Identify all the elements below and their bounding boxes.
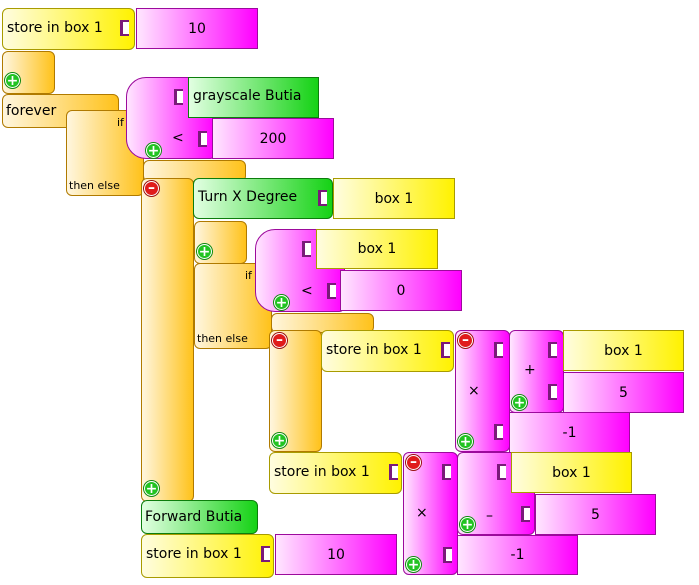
forever-block[interactable]: forever — [2, 94, 119, 128]
add-icon[interactable]: + — [197, 244, 212, 260]
socket-connector — [261, 546, 270, 562]
add-icon[interactable]: + — [272, 433, 287, 449]
less-than-operator: < — [301, 283, 313, 299]
store-label: store in box 1 — [7, 20, 103, 36]
if-label: if — [245, 269, 252, 282]
number-value: -1 — [510, 547, 525, 563]
then-else-label: then else — [197, 332, 248, 345]
subtract-operator: – — [486, 508, 493, 524]
number-value: 10 — [327, 546, 345, 563]
socket-connector — [389, 464, 398, 480]
socket-connector — [302, 241, 311, 257]
socket-connector — [443, 547, 452, 563]
store-block-plus[interactable]: store in box 1 — [321, 330, 454, 372]
number-value: -1 — [562, 424, 577, 441]
store-block-minus[interactable]: store in box 1 — [269, 452, 402, 494]
number-value: 5 — [619, 384, 628, 401]
forward-butia-block[interactable]: Forward Butia — [141, 500, 258, 534]
socket-connector — [521, 506, 530, 522]
number-value: 5 — [591, 506, 600, 523]
add-icon[interactable]: + — [460, 517, 475, 533]
socket-connector — [120, 20, 129, 36]
box1-block[interactable]: box 1 — [511, 452, 632, 493]
then-stack-column-inner[interactable] — [269, 330, 322, 452]
number-block-neg1[interactable]: -1 — [457, 535, 578, 575]
store-label: store in box 1 — [146, 546, 242, 562]
remove-icon[interactable]: – — [272, 333, 287, 348]
number-block-10[interactable]: 10 — [136, 8, 258, 49]
socket-connector — [548, 342, 557, 358]
box-value: box 1 — [374, 190, 414, 207]
socket-connector — [494, 424, 503, 440]
socket-connector — [441, 342, 450, 358]
add-icon[interactable]: + — [458, 434, 473, 450]
number-block-10[interactable]: 10 — [275, 534, 397, 575]
then-stack-column[interactable] — [141, 178, 194, 502]
socket-connector — [318, 190, 327, 206]
multiply-operator: × — [468, 383, 480, 399]
box1-block[interactable]: box 1 — [563, 330, 684, 371]
socket-connector — [174, 89, 183, 105]
add-icon[interactable]: + — [146, 143, 161, 159]
socket-connector — [494, 342, 503, 358]
store-label: store in box 1 — [274, 464, 370, 480]
box1-block[interactable]: box 1 — [333, 178, 455, 219]
add-icon[interactable]: + — [5, 73, 20, 89]
store-block-bottom[interactable]: store in box 1 — [141, 534, 274, 578]
socket-connector — [327, 283, 336, 299]
grayscale-sensor-block[interactable]: grayscale Butia — [188, 77, 319, 118]
if-label: if — [117, 116, 124, 129]
number-block-5[interactable]: 5 — [563, 372, 684, 413]
socket-connector — [497, 464, 506, 480]
remove-icon[interactable]: – — [144, 181, 159, 196]
number-block-200[interactable]: 200 — [212, 118, 334, 159]
socket-connector — [548, 384, 557, 400]
turn-label: Turn X Degree — [198, 189, 298, 205]
add-icon[interactable]: + — [406, 557, 421, 573]
add-operator: + — [524, 362, 536, 378]
number-block-neg1[interactable]: -1 — [509, 412, 630, 453]
remove-icon[interactable]: – — [406, 455, 421, 470]
number-value: 0 — [396, 282, 406, 299]
multiply-operator: × — [416, 505, 428, 521]
add-icon[interactable]: + — [512, 395, 527, 411]
box-value: box 1 — [357, 241, 397, 257]
box-value: box 1 — [604, 342, 643, 359]
number-value: 10 — [188, 20, 206, 37]
socket-connector — [198, 131, 207, 147]
then-else-label: then else — [69, 179, 120, 192]
store-label: store in box 1 — [326, 342, 422, 358]
number-value: 200 — [259, 130, 287, 147]
add-icon[interactable]: + — [274, 295, 289, 311]
remove-icon[interactable]: – — [458, 333, 473, 348]
box-value: box 1 — [552, 464, 591, 481]
turn-x-degree-block[interactable]: Turn X Degree — [193, 178, 333, 219]
socket-connector — [442, 464, 451, 480]
number-block-0[interactable]: 0 — [340, 270, 462, 311]
add-icon[interactable]: + — [144, 481, 159, 497]
box1-block[interactable]: box 1 — [316, 229, 438, 269]
less-than-operator: < — [172, 130, 184, 146]
sensor-label: grayscale Butia — [193, 88, 302, 104]
forever-label: forever — [6, 103, 57, 119]
number-block-5[interactable]: 5 — [535, 494, 656, 535]
store-block-top[interactable]: store in box 1 — [2, 8, 135, 50]
forward-label: Forward Butia — [145, 509, 243, 525]
